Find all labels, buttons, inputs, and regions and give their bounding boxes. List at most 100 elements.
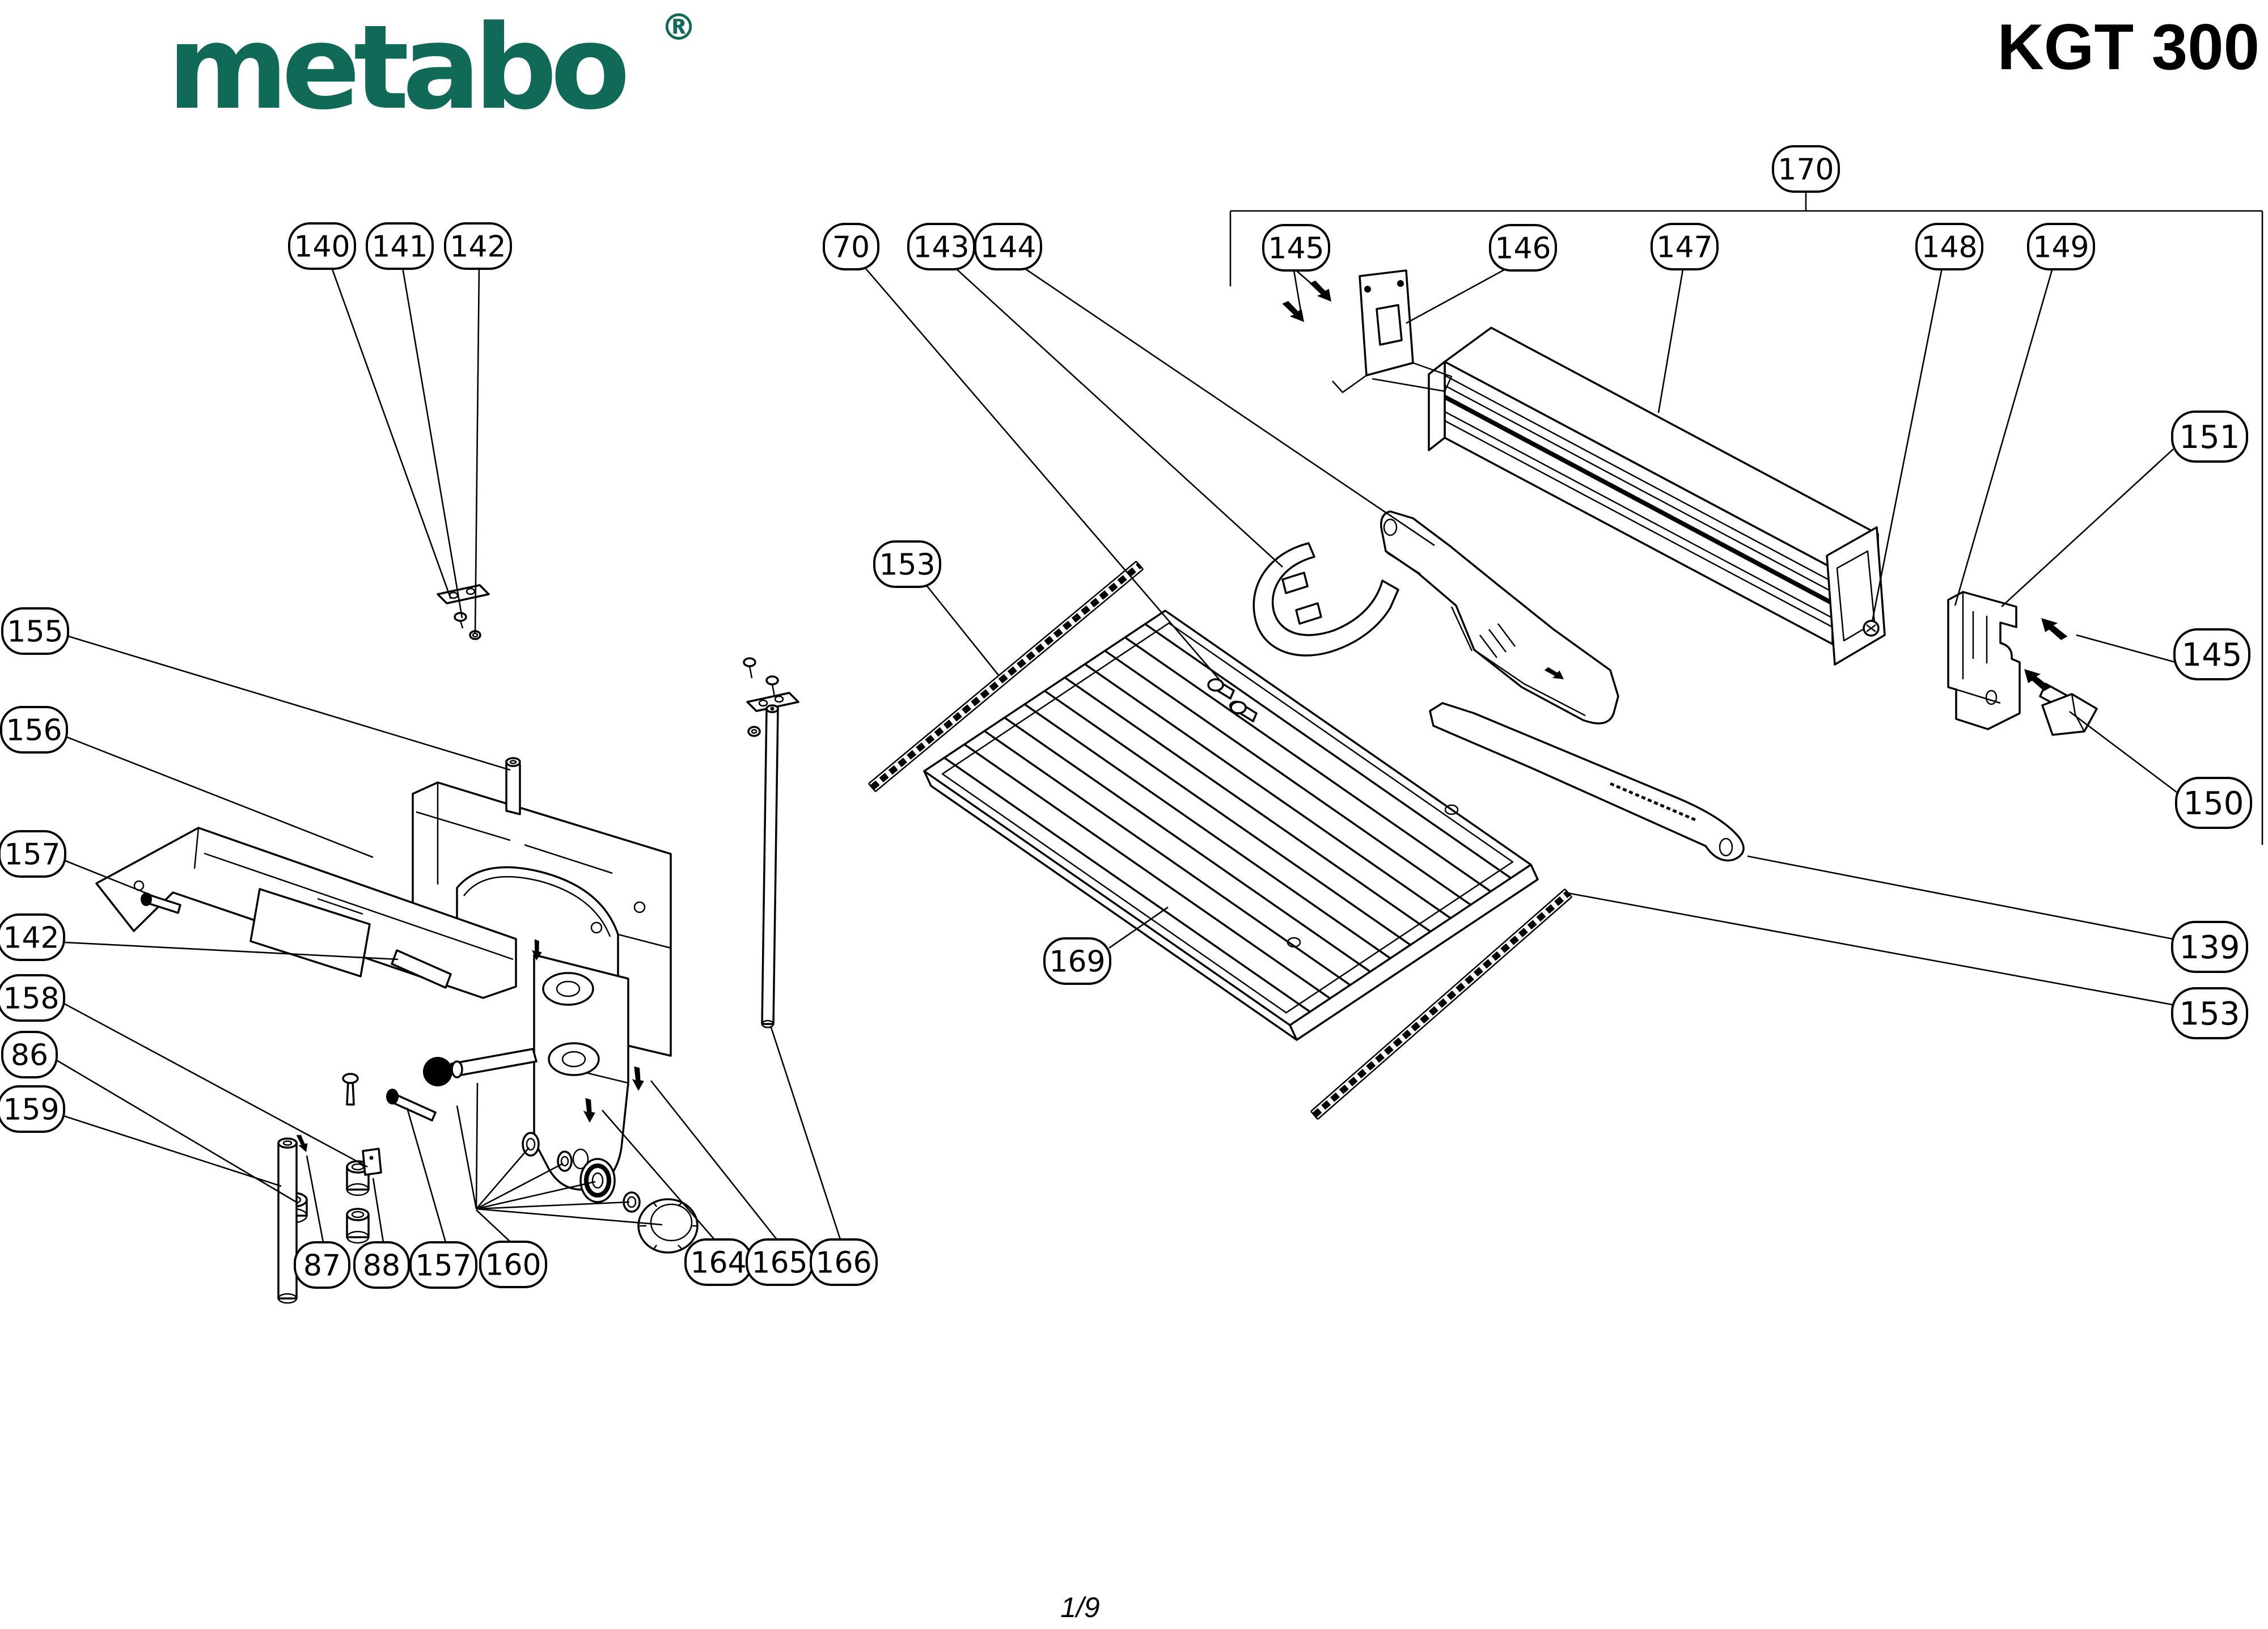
callout-146: 146 bbox=[1489, 224, 1557, 272]
fence-holder-part bbox=[1380, 510, 1619, 725]
leader-line-146 bbox=[1406, 266, 1509, 324]
fan-ray bbox=[476, 1208, 663, 1226]
svg-text:146: 146 bbox=[1495, 232, 1551, 266]
svg-text:145: 145 bbox=[1268, 232, 1324, 266]
fan-ray bbox=[476, 1201, 630, 1210]
callout-150: 150 bbox=[2175, 777, 2252, 829]
fan-ray bbox=[476, 1181, 596, 1210]
table-slat bbox=[943, 756, 1311, 1013]
callout-157: 157 bbox=[0, 830, 66, 878]
clamp-plate-cluster-b bbox=[743, 657, 799, 737]
svg-text:143: 143 bbox=[913, 231, 969, 265]
leader-line-147 bbox=[1657, 269, 1684, 413]
callout-166: 166 bbox=[810, 1238, 878, 1286]
svg-text:166: 166 bbox=[815, 1246, 871, 1280]
callout-148: 148 bbox=[1915, 223, 1983, 270]
leader-line-87 bbox=[306, 1155, 324, 1243]
guard-screws bbox=[1207, 678, 1258, 722]
callout-143: 143 bbox=[907, 223, 975, 270]
support-rod-part bbox=[761, 704, 779, 1029]
svg-text:87: 87 bbox=[303, 1249, 341, 1283]
svg-text:159: 159 bbox=[3, 1093, 59, 1127]
leader-line-149 bbox=[1954, 268, 2054, 606]
callout-159: 159 bbox=[0, 1085, 65, 1133]
clamp-piece-part bbox=[2039, 683, 2098, 736]
end-cap-frame-part bbox=[1826, 526, 1886, 666]
svg-text:169: 169 bbox=[1049, 945, 1105, 979]
svg-text:145: 145 bbox=[2182, 637, 2242, 674]
svg-text:165: 165 bbox=[751, 1246, 807, 1280]
leader-line-148 bbox=[1871, 268, 1943, 622]
fence-profile-part bbox=[1428, 327, 1879, 645]
leader-line-160 bbox=[476, 1209, 511, 1242]
svg-text:142: 142 bbox=[450, 230, 506, 264]
leader-line-145 bbox=[2076, 634, 2176, 663]
svg-text:153: 153 bbox=[2180, 996, 2240, 1033]
callout-147: 147 bbox=[1651, 223, 1719, 270]
leader-lines bbox=[56, 192, 2263, 1243]
leader-line-156 bbox=[66, 736, 374, 858]
svg-text:140: 140 bbox=[294, 230, 350, 264]
svg-text:141: 141 bbox=[371, 230, 428, 264]
svg-text:149: 149 bbox=[2033, 231, 2089, 265]
callout-145: 145 bbox=[1262, 224, 1330, 272]
fence-end-plate-part bbox=[1332, 269, 1453, 394]
fan-ray bbox=[456, 1105, 477, 1209]
callout-169: 169 bbox=[1043, 937, 1111, 985]
callout-142: 142 bbox=[444, 222, 512, 270]
table-slat bbox=[1023, 703, 1391, 959]
leader-line-142 bbox=[474, 267, 480, 634]
callout-139: 139 bbox=[2171, 921, 2248, 973]
callout-142: 142 bbox=[0, 913, 65, 961]
rack-strip-left bbox=[868, 561, 1144, 792]
leader-line-157 bbox=[65, 860, 159, 899]
callout-145: 145 bbox=[2173, 628, 2250, 680]
callout-156: 156 bbox=[0, 706, 68, 754]
svg-text:153: 153 bbox=[879, 548, 935, 582]
leader-line-164 bbox=[602, 1110, 715, 1240]
callout-155: 155 bbox=[1, 607, 69, 655]
leader-line-153 bbox=[924, 583, 1000, 676]
callout-87: 87 bbox=[294, 1241, 350, 1289]
metabo-logo: metabo bbox=[167, 1, 626, 136]
callout-88: 88 bbox=[353, 1241, 410, 1289]
svg-text:148: 148 bbox=[1921, 231, 1977, 265]
table-slat bbox=[983, 730, 1351, 986]
saw-table-part bbox=[923, 610, 1539, 1041]
svg-text:155: 155 bbox=[7, 615, 63, 649]
svg-text:147: 147 bbox=[1656, 231, 1712, 265]
callout-86: 86 bbox=[1, 1031, 58, 1078]
table-slat bbox=[1003, 716, 1372, 973]
miter-arm-part bbox=[95, 827, 517, 999]
fan-ray bbox=[475, 1082, 479, 1209]
fan-ray bbox=[476, 1147, 530, 1209]
leg-tube-part bbox=[277, 1137, 298, 1304]
callout-157: 157 bbox=[409, 1241, 477, 1289]
callout-151: 151 bbox=[2171, 411, 2248, 463]
leader-line-139 bbox=[1747, 855, 2173, 940]
leader-line-155 bbox=[67, 635, 511, 771]
svg-text:70: 70 bbox=[832, 231, 870, 265]
table-slat bbox=[1084, 663, 1452, 920]
end-bracket-part bbox=[1947, 591, 2021, 730]
callout-170: 170 bbox=[1772, 145, 1840, 193]
callout-153: 153 bbox=[873, 540, 941, 588]
leader-line-158 bbox=[64, 1002, 368, 1168]
svg-text:150: 150 bbox=[2184, 785, 2244, 822]
svg-text:160: 160 bbox=[485, 1249, 541, 1283]
square-plate-part bbox=[362, 1148, 382, 1176]
svg-text:156: 156 bbox=[6, 714, 62, 748]
svg-text:86: 86 bbox=[11, 1039, 48, 1073]
leader-line-150 bbox=[2069, 710, 2178, 794]
registered-trademark-icon: ® bbox=[661, 7, 692, 49]
leader-line-88 bbox=[372, 1178, 384, 1243]
callout-164: 164 bbox=[684, 1238, 752, 1286]
table-slat bbox=[1144, 623, 1512, 879]
svg-text:144: 144 bbox=[980, 231, 1036, 265]
leader-line-166 bbox=[770, 1027, 841, 1240]
svg-text:88: 88 bbox=[363, 1249, 400, 1283]
header: metabo ® KGT 300 bbox=[167, 1, 2259, 136]
leader-line-140 bbox=[331, 267, 452, 599]
